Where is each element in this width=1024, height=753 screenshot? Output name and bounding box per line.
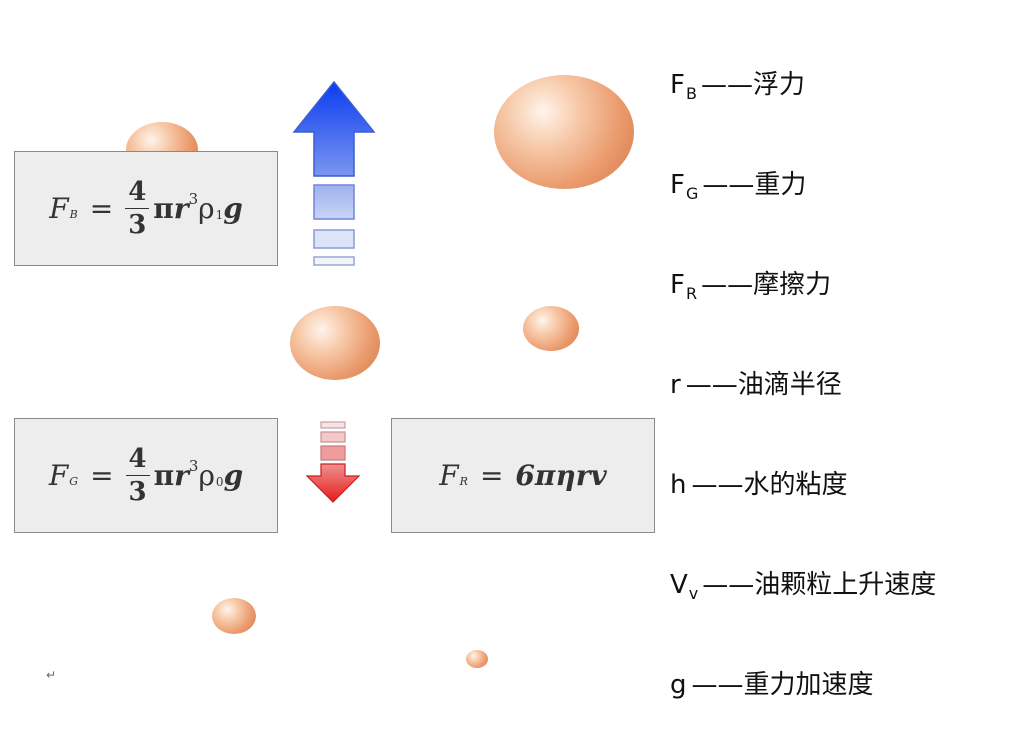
legend-separator: —— bbox=[702, 170, 755, 200]
gravity-g: g bbox=[223, 459, 244, 492]
oil-droplet-small bbox=[212, 598, 256, 634]
legend-item-friction: FR——摩擦力 bbox=[670, 270, 832, 302]
gravity-rho-sub: 0 bbox=[215, 474, 224, 489]
legend-description: 水的粘度 bbox=[743, 470, 848, 500]
buoyancy-lhs-sub: B bbox=[69, 208, 78, 221]
down-arrow-icon bbox=[305, 421, 361, 503]
legend-subscript: B bbox=[685, 84, 697, 103]
friction-lhs: F bbox=[439, 459, 459, 492]
legend-item-viscosity: h——水的粘度 bbox=[670, 472, 848, 498]
buoyancy-eq: = bbox=[89, 192, 114, 225]
gravity-pi: π bbox=[153, 459, 175, 492]
legend-separator: —— bbox=[691, 670, 744, 700]
oil-droplet-center bbox=[290, 306, 380, 380]
legend-symbol: V bbox=[670, 570, 688, 600]
gravity-r: r bbox=[174, 459, 189, 492]
legend-symbol: F bbox=[670, 70, 685, 100]
buoyancy-den: 3 bbox=[128, 210, 147, 240]
buoyancy-rho-sub: 1 bbox=[215, 207, 224, 222]
up-arrow-icon bbox=[292, 80, 376, 266]
buoyancy-num: 4 bbox=[125, 179, 150, 209]
gravity-eq: = bbox=[90, 459, 114, 492]
legend-description: 重力 bbox=[754, 170, 807, 200]
legend-description: 油滴半径 bbox=[737, 370, 842, 400]
buoyancy-fraction: 4 3 bbox=[125, 179, 150, 240]
gravity-lhs-sub: G bbox=[69, 475, 79, 488]
buoyancy-lhs: F bbox=[49, 192, 69, 225]
legend-symbol: F bbox=[670, 270, 685, 300]
paragraph-mark: ↵ bbox=[46, 668, 57, 682]
legend-subscript: v bbox=[688, 584, 699, 603]
legend-symbol: h bbox=[670, 470, 687, 500]
legend-item-buoyancy: FB——浮力 bbox=[670, 70, 805, 102]
legend-item-velocity: Vv——油颗粒上升速度 bbox=[670, 570, 937, 602]
legend-separator: —— bbox=[700, 70, 753, 100]
legend-symbol: r bbox=[670, 370, 681, 400]
legend-subscript: R bbox=[685, 284, 698, 303]
legend-item-gravity-acceleration: g ——重力加速度 bbox=[670, 672, 874, 698]
buoyancy-r: r bbox=[173, 192, 189, 225]
gravity-den: 3 bbox=[128, 477, 147, 507]
gravity-fraction: 4 3 bbox=[125, 446, 150, 507]
legend-description: 浮力 bbox=[752, 70, 805, 100]
gravity-rho: ρ bbox=[198, 459, 215, 492]
friction-lhs-sub: R bbox=[459, 475, 468, 488]
legend-description: 摩擦力 bbox=[753, 270, 832, 300]
friction-eq: = bbox=[479, 459, 504, 492]
buoyancy-pi: π bbox=[153, 192, 174, 225]
oil-droplet-large bbox=[494, 75, 634, 189]
legend-description: 油颗粒上升速度 bbox=[754, 570, 937, 600]
buoyancy-exp: 3 bbox=[188, 189, 199, 208]
gravity-exp: 3 bbox=[188, 456, 199, 475]
friction-rhs: 6πηrv bbox=[515, 459, 607, 492]
legend-separator: —— bbox=[691, 470, 744, 500]
legend-subscript: G bbox=[685, 184, 699, 203]
legend-symbol: g bbox=[670, 670, 687, 700]
oil-droplet-right bbox=[523, 306, 579, 351]
gravity-lhs: F bbox=[48, 459, 69, 492]
legend-symbol: F bbox=[670, 170, 685, 200]
legend-separator: —— bbox=[701, 270, 754, 300]
legend-item-radius: r ——油滴半径 bbox=[670, 372, 842, 398]
buoyancy-g: g bbox=[223, 192, 243, 225]
gravity-num: 4 bbox=[125, 446, 150, 476]
oil-droplet-tiny bbox=[466, 650, 488, 668]
legend-description: 重力加速度 bbox=[743, 670, 874, 700]
legend-separator: —— bbox=[702, 570, 755, 600]
legend-separator: —— bbox=[685, 370, 738, 400]
legend-item-gravity: FG——重力 bbox=[670, 170, 807, 202]
buoyancy-rho: ρ bbox=[198, 192, 215, 225]
